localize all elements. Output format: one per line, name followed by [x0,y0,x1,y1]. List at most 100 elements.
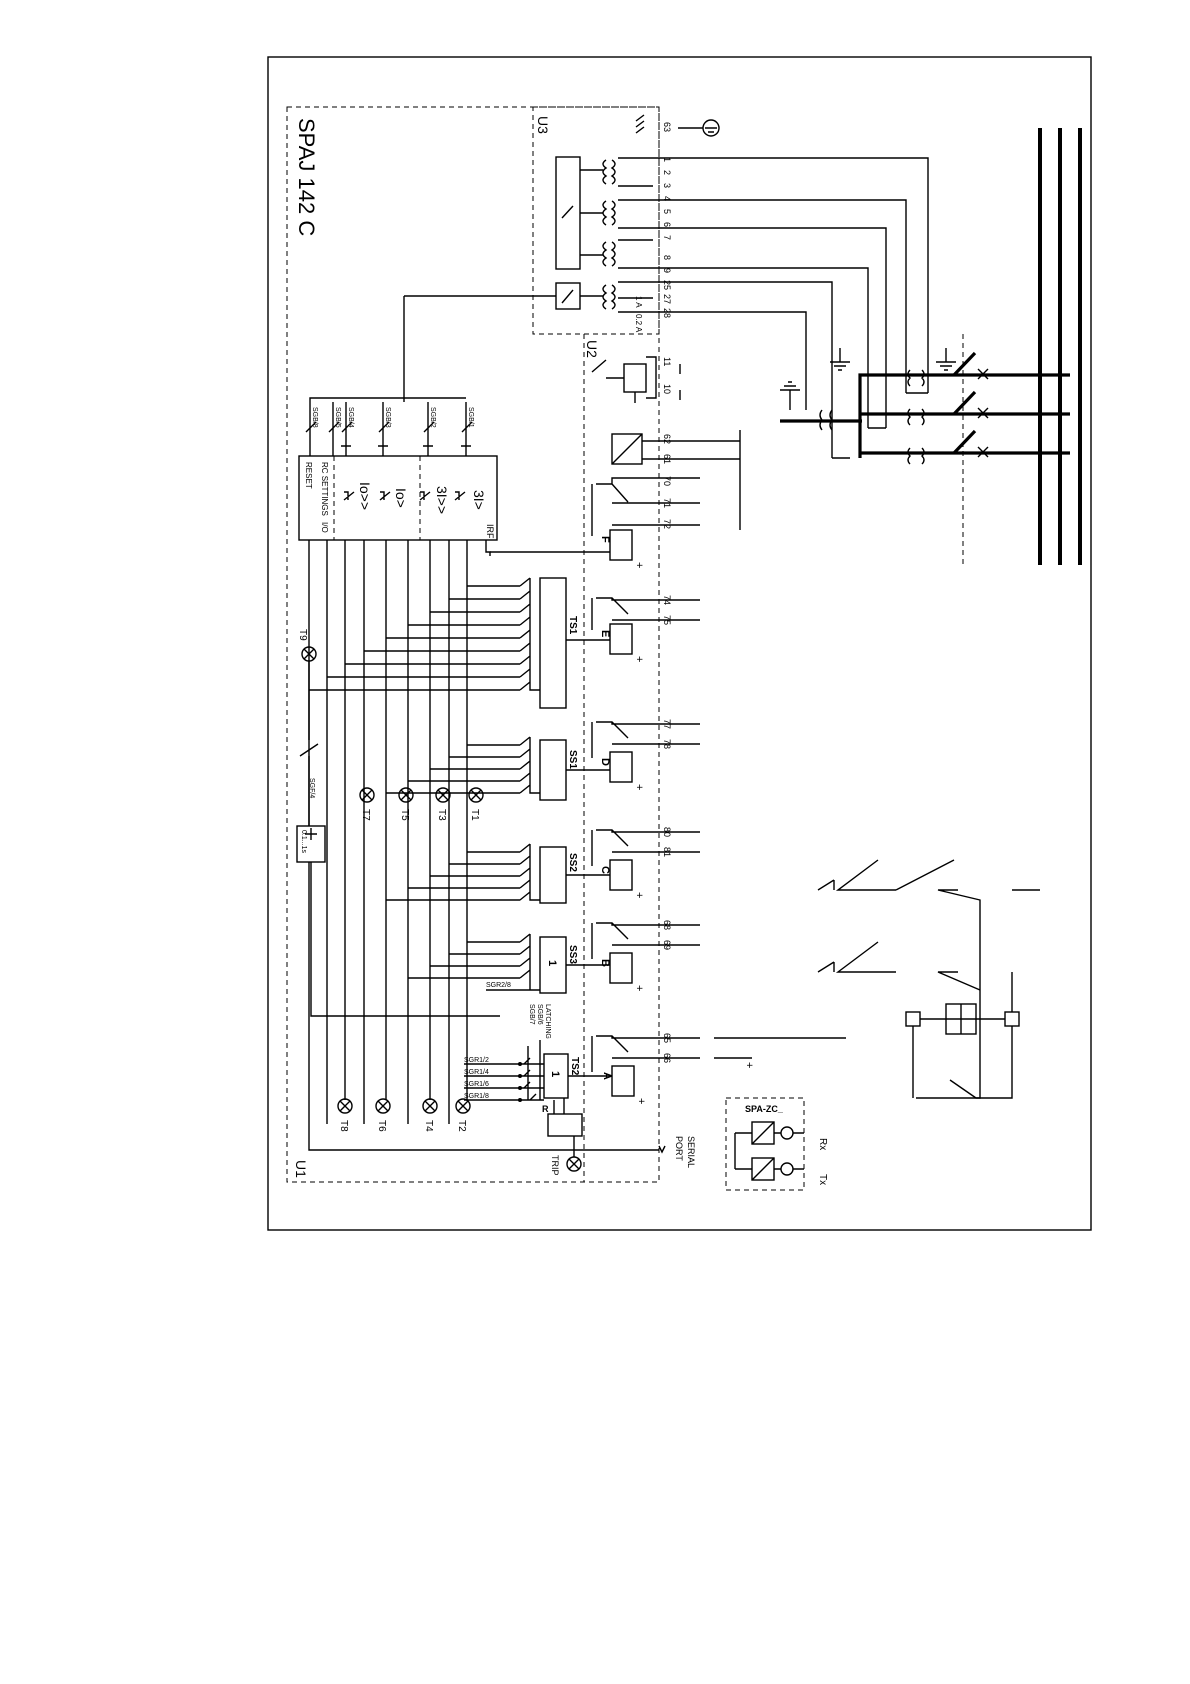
svg-text:10: 10 [662,384,672,394]
svg-text:A: A [601,1072,613,1080]
u3-measuring-slash [561,205,574,219]
indicator-lamps-upper: T7 T5 T3 T1 [359,787,484,821]
svg-text:+: + [635,1098,647,1104]
u1-bottom-label: U1 [293,1160,309,1178]
svg-text:Tx: Tx [817,1174,828,1185]
irf-relay-f: F + 70 71 72 [490,476,700,568]
svg-text:SGR1/8: SGR1/8 [464,1093,489,1100]
serial-port: SERIAL PORT [658,1136,696,1168]
svg-text:+: + [633,892,645,898]
drawing-frame [267,56,1092,1231]
u2-label: U2 [584,340,600,358]
indicator-lamps-lower: T8 T6 T4 T2 TRIP [337,1098,582,1176]
svg-text:4: 4 [662,196,672,201]
u2-supply-relay: 11 10 [591,356,681,403]
svg-text:T7: T7 [360,809,371,821]
svg-text:8: 8 [662,255,672,260]
svg-text:0.1...1s: 0.1...1s [300,830,307,853]
svg-text:Rx: Rx [817,1138,828,1150]
breaker-control-circuit [817,859,1040,1099]
svg-text:T2: T2 [456,1120,467,1132]
earth-terminal-icon [635,114,720,137]
function-3i-high: 3I>> [434,486,450,514]
u3-residual-slash [561,289,574,304]
svg-text:61: 61 [662,454,672,464]
svg-text:SGR1/2: SGR1/2 [464,1057,489,1064]
svg-text:5: 5 [662,209,672,214]
svg-text:SGR1/6: SGR1/6 [464,1081,489,1088]
svg-text:SS3: SS3 [567,945,578,964]
primary-circuit [858,128,1082,565]
u3-terminal-numbers: 63 1 2 3 4 5 6 7 8 9 25 27 28 [662,122,672,318]
power-supply-converter: 62 61 [611,430,741,530]
svg-text:1: 1 [546,960,558,966]
svg-text:+: + [633,656,645,662]
svg-text:63: 63 [662,122,672,132]
svg-text:T8: T8 [338,1120,349,1132]
sgb-switch-labels: SGB/8 SGB/5 SGB/4 SGB/3 SGB/2 SGB/1 [311,407,474,428]
sgb-switches [305,296,473,456]
svg-text:6: 6 [662,222,672,227]
svg-text:T5: T5 [399,809,410,821]
rating-02a: 0.2 A [634,314,643,333]
u3-transformer-coils [602,157,653,313]
svg-text:27: 27 [662,294,672,304]
svg-text:72: 72 [662,519,672,529]
u1-signal-lines [308,540,659,1151]
rating-1a: 1 A [634,296,643,308]
sgf-timer: 0.1...1s [296,825,500,1017]
svg-text:+: + [743,1062,755,1068]
u1-stage-symbols [343,491,466,501]
svg-text:70: 70 [662,476,672,486]
device-title: SPAJ 142 C [294,118,319,236]
svg-text:28: 28 [662,308,672,318]
ts1-block: TS1 [309,577,610,709]
svg-text:SGB/5: SGB/5 [334,407,341,428]
relay-c: C + 80 81 [591,827,700,898]
t9-lamp: T9 SGF/4 [297,629,319,826]
u3-label: U3 [535,116,551,134]
u3-measuring-block [555,156,581,270]
svg-text:SGR2/8: SGR2/8 [486,982,511,989]
ct-wiring-lower [832,392,928,459]
rc-settings-label: RC SETTINGS [320,462,329,516]
spa-zc-module: SPA-ZC_ Rx Tx [734,1104,828,1185]
relay-b: B + 68 69 [591,920,700,991]
svg-text:2: 2 [662,170,672,175]
reset-label: RESET [304,462,313,489]
svg-text:LATCHING: LATCHING [544,1004,551,1039]
core-balance-ct [780,381,862,431]
svg-text:SGB/4: SGB/4 [347,407,354,428]
svg-text:R: R [542,1104,549,1114]
u3-boundary [532,106,660,335]
svg-text:SGB/6: SGB/6 [536,1004,543,1025]
svg-text:C: C [599,866,611,874]
svg-text:SGB/8: SGB/8 [311,407,318,428]
ss2-block: SS2 [386,843,610,904]
svg-text:3: 3 [662,183,672,188]
ss3-block: SS3 1 SGR2/8 [408,933,610,994]
svg-text:SERIAL: SERIAL [686,1136,696,1168]
svg-text:+: + [633,562,645,568]
u1-boundary [286,106,660,1183]
svg-text:1: 1 [662,157,672,162]
svg-text:+: + [633,985,645,991]
irf-label: IRF [485,524,495,539]
svg-text:7: 7 [662,235,672,240]
function-io-high: Io>> [357,482,373,510]
svg-text:SGB/1: SGB/1 [467,407,474,428]
ts2-block: TS2 1 SGR1/2 SGR1/4 SGR1/6 SGR1/8 LATCHI… [464,1004,612,1137]
svg-text:E: E [599,630,611,637]
svg-text:11: 11 [662,357,672,366]
svg-text:SGR1/4: SGR1/4 [464,1069,489,1076]
io-label: I/O [320,522,329,533]
svg-text:SGB/7: SGB/7 [528,1004,535,1025]
svg-text:T4: T4 [423,1120,434,1132]
relay-a: A + 65 66 + [591,1033,846,1104]
svg-text:F: F [599,536,611,543]
svg-text:+: + [633,784,645,790]
svg-text:TRIP: TRIP [550,1155,560,1176]
svg-text:SGF/4: SGF/4 [308,778,315,798]
svg-text:SGB/2: SGB/2 [429,407,436,428]
